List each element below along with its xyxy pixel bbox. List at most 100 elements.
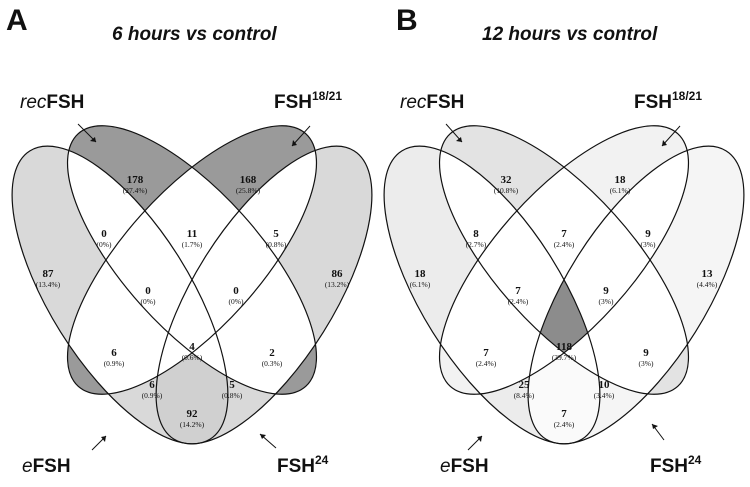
region-count: 7 [515, 285, 521, 297]
region-count: 6 [149, 379, 155, 391]
region-count: 168 [240, 174, 257, 186]
region-count: 92 [187, 408, 199, 420]
region-percent: (2.4%) [554, 420, 575, 429]
region-count: 11 [187, 228, 197, 240]
region-percent: (13.2%) [325, 280, 350, 289]
region-percent: (0.9%) [104, 359, 125, 368]
region-percent: (2.4%) [508, 297, 529, 306]
region-percent: (25.8%) [236, 186, 261, 195]
region-rec-f24: 9(3%) [639, 347, 654, 368]
label-arrows-a [77, 123, 311, 451]
set-label-fsh1821: FSH18/21 [274, 89, 342, 113]
region-percent: (8.4%) [514, 391, 535, 400]
region-percent: (6.1%) [410, 280, 431, 289]
venn-outlines-a [11, 125, 373, 445]
region-all4: 118(39.7%) [552, 341, 577, 362]
region-count: 18 [415, 268, 427, 280]
region-percent: (3.4%) [594, 391, 615, 400]
region-f24-only: 13(4.4%) [697, 268, 718, 289]
region-percent: (0.8%) [266, 240, 287, 249]
region-rec-e-f1821: 7(2.4%) [508, 285, 529, 306]
region-rec-f1821: 11(1.7%) [182, 228, 203, 249]
region-rec-e-f24: 10(3.4%) [594, 379, 615, 400]
region-count: 0 [233, 285, 239, 297]
region-percent: (2.7%) [466, 240, 487, 249]
panel-letter-b: B [396, 4, 418, 37]
set-outline-fsh1821 [438, 125, 690, 395]
set-outline-fsh24 [527, 145, 745, 445]
region-percent: (0%) [97, 240, 112, 249]
region-f1821-f24: 9(3%) [641, 228, 656, 249]
panel-a: A 6 hours vs control recFSH FSH18/21 eFS… [6, 4, 373, 477]
venn-shading-a [12, 125, 372, 444]
set-label-recfsh: recFSH [400, 92, 464, 113]
region-e-f24: 7(2.4%) [554, 408, 575, 429]
region-count: 178 [127, 174, 144, 186]
region-percent: (1.7%) [182, 240, 203, 249]
region-rec-e: 8(2.7%) [466, 228, 487, 249]
region-rec-f24: 2(0.3%) [262, 347, 283, 368]
region-labels-a: 178(27.4%) 168(25.8%) 87(13.4%) 86(13.2%… [36, 174, 350, 429]
region-count: 25 [519, 379, 531, 391]
venn-outlines-b [383, 125, 745, 445]
set-outline-recfsh [66, 125, 318, 395]
set-outline-efsh [11, 145, 229, 445]
set-outline-recfsh [438, 125, 690, 395]
region-percent: (3%) [599, 297, 614, 306]
region-rec-e: 0(0%) [97, 228, 112, 249]
region-rec-only: 32(10.8%) [494, 174, 519, 195]
region-rec-e-f1821: 0(0%) [141, 285, 156, 306]
region-count: 4 [189, 341, 195, 353]
region-count: 7 [483, 347, 489, 359]
region-percent: (0.9%) [142, 391, 163, 400]
region-count: 10 [599, 379, 611, 391]
region-count: 18 [615, 174, 627, 186]
region-percent: (2.4%) [476, 359, 497, 368]
region-count: 118 [556, 341, 572, 353]
region-count: 9 [603, 285, 609, 297]
region-count: 2 [269, 347, 275, 359]
region-count: 9 [645, 228, 651, 240]
panel-b: B 12 hours vs control recFSH FSH18/21 eF… [383, 4, 745, 477]
region-rec-e-f24: 5(0.8%) [222, 379, 243, 400]
set-outline-efsh [383, 145, 601, 445]
region-count: 9 [643, 347, 649, 359]
region-e-only: 18(6.1%) [410, 268, 431, 289]
region-percent: (0%) [229, 297, 244, 306]
region-rec-only: 178(27.4%) [123, 174, 148, 195]
region-percent: (14.2%) [180, 420, 205, 429]
region-percent: (13.4%) [36, 280, 61, 289]
region-rec-f1821: 7(2.4%) [554, 228, 575, 249]
label-arrows-b [445, 123, 681, 451]
set-label-efsh: eFSH [440, 456, 489, 477]
region-e-f1821: 6(0.9%) [104, 347, 125, 368]
set-label-fsh24: FSH24 [277, 453, 329, 477]
region-percent: (6.1%) [610, 186, 631, 195]
region-percent: (2.4%) [554, 240, 575, 249]
region-e-f1821: 7(2.4%) [476, 347, 497, 368]
region-count: 7 [561, 408, 567, 420]
region-f1821-f24: 5(0.8%) [266, 228, 287, 249]
region-e-only: 87(13.4%) [36, 268, 61, 289]
region-percent: (0%) [141, 297, 156, 306]
region-f24-only: 86(13.2%) [325, 268, 350, 289]
venn-shading-b [384, 113, 744, 444]
region-count: 0 [101, 228, 107, 240]
region-count: 86 [332, 268, 344, 280]
region-e-f1821-f24: 6(0.9%) [142, 379, 163, 400]
region-count: 32 [501, 174, 513, 186]
region-percent: (4.4%) [697, 280, 718, 289]
set-outline-fsh24 [155, 145, 373, 445]
set-label-fsh24: FSH24 [650, 453, 702, 477]
region-f1821-only: 18(6.1%) [610, 174, 631, 195]
panel-title-b: 12 hours vs control [482, 24, 658, 45]
region-count: 7 [561, 228, 567, 240]
region-count: 5 [273, 228, 279, 240]
region-percent: (39.7%) [552, 353, 577, 362]
set-label-efsh: eFSH [22, 456, 71, 477]
region-percent: (0.3%) [262, 359, 283, 368]
region-f1821-only: 168(25.8%) [236, 174, 261, 195]
set-label-recfsh: recFSH [20, 92, 84, 113]
region-percent: (0.8%) [222, 391, 243, 400]
